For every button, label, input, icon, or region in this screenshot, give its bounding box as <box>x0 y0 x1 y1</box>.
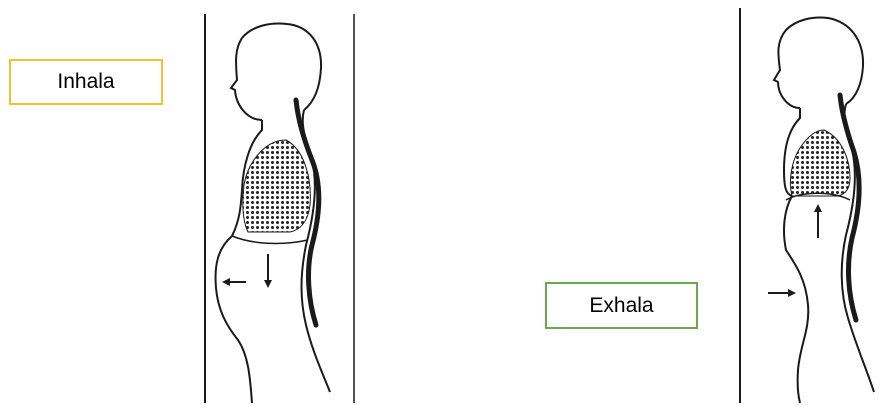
inhale-lungs <box>243 140 311 232</box>
inhale-figure <box>205 14 354 403</box>
exhale-up-arrow <box>814 204 822 238</box>
inhale-diaphragm <box>232 236 308 243</box>
exhale-label: Exhala <box>589 294 653 318</box>
exhale-label-box: Exhala <box>545 282 698 329</box>
inhale-left-arrow <box>222 278 246 286</box>
inhale-label: Inhala <box>57 70 114 94</box>
inhale-label-box: Inhala <box>9 59 163 105</box>
exhale-lungs <box>790 130 850 196</box>
exhale-right-arrow <box>768 289 796 297</box>
inhale-down-arrow <box>264 254 272 288</box>
exhale-back-outline <box>842 104 874 392</box>
exhale-figure <box>740 8 874 403</box>
inhale-back-outline <box>302 110 331 392</box>
